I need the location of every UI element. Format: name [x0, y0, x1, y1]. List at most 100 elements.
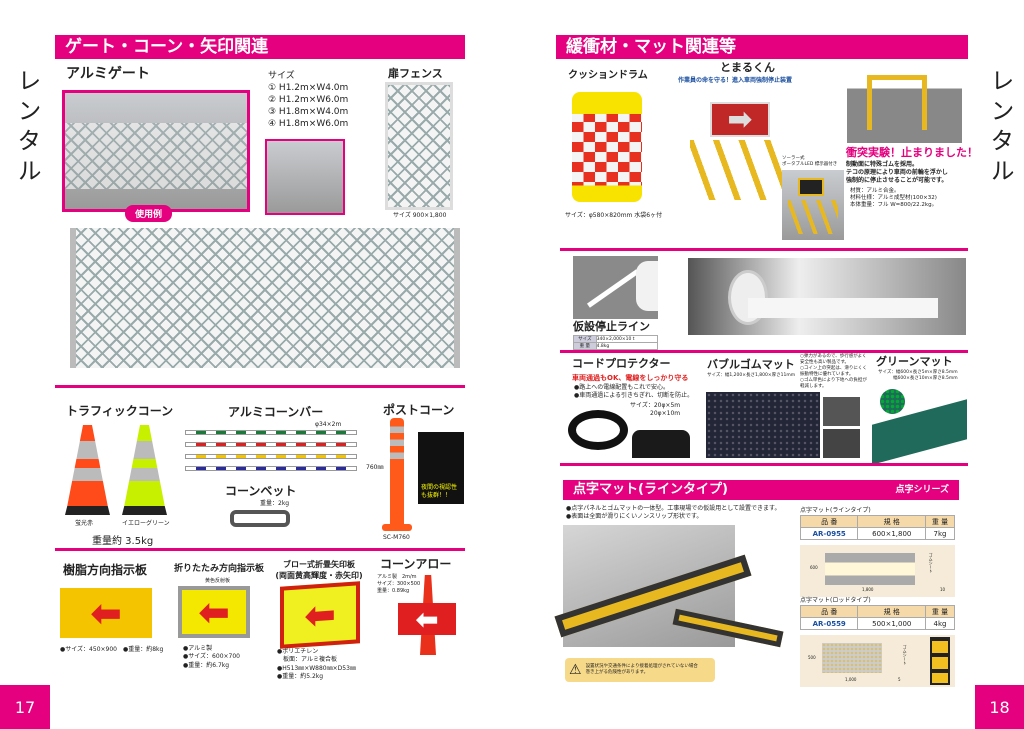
gate-site-photo — [265, 139, 345, 215]
cell: サイズ — [573, 335, 597, 343]
warning-icon: ⚠ — [569, 662, 582, 678]
table-header-row: 品 番規 格重 量 — [799, 605, 955, 619]
tomarukun-arrow-panel: ➡ — [710, 102, 770, 137]
cone-bar-title: アルミコーンバー — [228, 405, 324, 419]
cone-bed-image — [230, 510, 290, 527]
desc-line: 強制的に停止させることが可能です。 — [846, 177, 948, 184]
dim-thickness: 5 — [898, 677, 901, 683]
folding-sign-title: 折りたたみ方向指示板 — [174, 564, 265, 574]
label-line: ソーラー式 — [782, 156, 805, 161]
post-cone-height: 760㎜ — [366, 464, 384, 471]
size: 20φ×10m — [650, 410, 681, 418]
cone-arrow-sign: ⬅ — [398, 603, 456, 636]
green-mat-sizes: サイズ：幅600×長さ5m×厚さ8.5mm 幅600×長さ10m×厚さ8.5mm — [878, 370, 958, 383]
temp-stop-line-title: 仮設停止ライン — [573, 320, 650, 333]
dim-thickness: 10 — [940, 587, 946, 593]
solar-led-label: ソーラー式 ポータブルLED 標示器付き — [782, 156, 837, 168]
night-visibility-photo: 夜間の視認性も抜群！！ — [418, 432, 464, 504]
cone-arrow-title: コーンアロー — [380, 557, 452, 571]
column-header: 重 量 — [925, 515, 955, 529]
bubble-mat-title: バブルゴムマット — [707, 358, 795, 371]
bullet: ●表面は全面が滑りにくいノンスリップ形状です。 — [566, 513, 703, 521]
spec: ●重量：約6.7kg — [183, 661, 230, 669]
braille-mat-header: 点字マット(ラインタイプ) 点字シリーズ — [563, 480, 959, 500]
dim-width: 1,800 — [862, 587, 874, 593]
aluminum-gate-image — [70, 228, 460, 368]
table-header-row: 品 番規 格重 量 — [799, 515, 955, 529]
cone-weight: 重量約 3.5kg — [92, 536, 154, 547]
yellow-green-cone-image — [122, 425, 167, 515]
green-mat-title: グリーンマット — [876, 355, 953, 368]
post-cone-base — [382, 524, 412, 531]
braille-mat-bullets: ●点字パネルとゴムマットの一体型。工事現場での仮設用として設置できます。 ●表面… — [566, 505, 780, 522]
cone-bed-weight: 重量：2kg — [260, 500, 290, 507]
cone-label-yellow-green: イエローグリーン — [122, 520, 170, 527]
column-header: 規 格 — [857, 515, 927, 529]
spec: 本体重量：フル W=800/22.2kg。 — [850, 202, 938, 208]
folding-sign-specs: ●アルミ製 ●サイズ：600×700 ●重量：約6.7kg — [183, 645, 240, 670]
crash-test-photo — [847, 65, 962, 143]
spec: ●H513㎜×W880㎜×D53㎜ — [277, 664, 356, 672]
note: ○コイン上の突起は、滑りにくく振動特性に優れています。 — [800, 366, 867, 377]
cell: 4kg — [925, 617, 955, 631]
cushion-drum-title: クッションドラム — [568, 70, 648, 81]
note: ○ゴム単色により下地への負担が軽減します。 — [800, 378, 867, 389]
usage-example-badge: 使用例 — [125, 205, 173, 222]
title-line: ブロー式折畳矢印板 — [283, 560, 355, 569]
rubber-sheet-label: ゴムシート — [928, 553, 934, 574]
bubble-mat-detail-1 — [823, 397, 860, 426]
tomarukun-frame-image — [690, 140, 785, 200]
right-section-header: 緩衝材・マット関連等 — [556, 35, 968, 59]
traffic-cone-title: トラフィックコーン — [66, 404, 174, 418]
left-side-label: レンタル — [13, 68, 41, 188]
bubble-mat-notes: ○弾力があるので、歩行感がよく安全性も高い製品です。 ○コイン上の突起は、滑りに… — [800, 354, 868, 390]
bullet: ●車両通過による引きちぎれ、切断を防止。 — [574, 392, 694, 400]
right-arrow-icon: ➡ — [727, 102, 753, 137]
folding-sign-top-label: 黄色反射板 — [205, 578, 231, 584]
bubble-mat-size: サイズ：幅1,200×長さ1,800×厚さ11mm — [707, 373, 796, 378]
size: 幅600×長さ10m×厚さ8.5mm — [893, 376, 958, 382]
bullet: ●路上への電線配置もこれで安心。 — [574, 384, 670, 391]
warning-line: 設置状況や交通条件により接着処理がされていない場合 — [585, 663, 698, 669]
cone-bar-size: φ34×2m — [315, 421, 342, 428]
left-arrow-icon: ⬅ — [90, 591, 122, 635]
post-cone-title: ポストコーン — [383, 403, 455, 417]
tomarukun-title: とまるくん — [720, 61, 775, 74]
spec-table-title: 点字マット(ラインタイプ) — [800, 507, 871, 514]
spec: ●アルミ製 — [183, 645, 213, 652]
cone-bar-green — [185, 430, 357, 435]
cell: 600×1,800 — [857, 527, 927, 541]
resin-sign-specs: ●サイズ：450×900 ●重量：約8kg — [60, 646, 164, 653]
left-section-header: ゲート・コーン・矢印関連 — [55, 35, 465, 59]
fence-image — [385, 82, 453, 210]
spec: 材料仕様：アルミ成型材(100×32) — [850, 195, 937, 201]
spec: 材質：アルミ合金。 — [850, 188, 900, 194]
dim-width: 1,000 — [845, 677, 857, 683]
size: サイズ：幅600×長さ5m×厚さ8.5mm — [878, 370, 958, 375]
right-side-label: レンタル — [986, 68, 1014, 188]
cell: 500×1,000 — [857, 617, 927, 631]
cone-bar-red — [185, 442, 357, 447]
cone-bed-title: コーンベット — [225, 484, 297, 498]
line-type-diagram: 600 1,800 10 ゴムシート — [800, 545, 955, 598]
bullet: ●点字パネルとゴムマットの一体型。工事現場での仮設用として設置できます。 — [566, 505, 781, 512]
cord-protector-catch: 車両通過もOK、電線をしっかり守る — [572, 374, 689, 382]
dim-height: 600 — [810, 565, 818, 571]
product-code: AR-0559 — [799, 617, 859, 631]
page-number-right: 18 — [975, 685, 1024, 729]
title-line: (両面黄高輝度・赤矢印) — [275, 571, 363, 580]
column-header: 重 量 — [925, 605, 955, 619]
cushion-drum-image — [572, 92, 642, 202]
blow-sign-title: ブロー式折畳矢印板 (両面黄高輝度・赤矢印) — [274, 559, 364, 581]
cushion-drum-size: サイズ：φ580×820mm 水袋6ヶ付 — [565, 212, 663, 219]
green-mat-detail — [880, 389, 905, 414]
post-cone-image — [390, 418, 404, 526]
cone-bar-yellow — [185, 454, 357, 459]
left-arrow-icon: ⬅ — [198, 590, 230, 634]
